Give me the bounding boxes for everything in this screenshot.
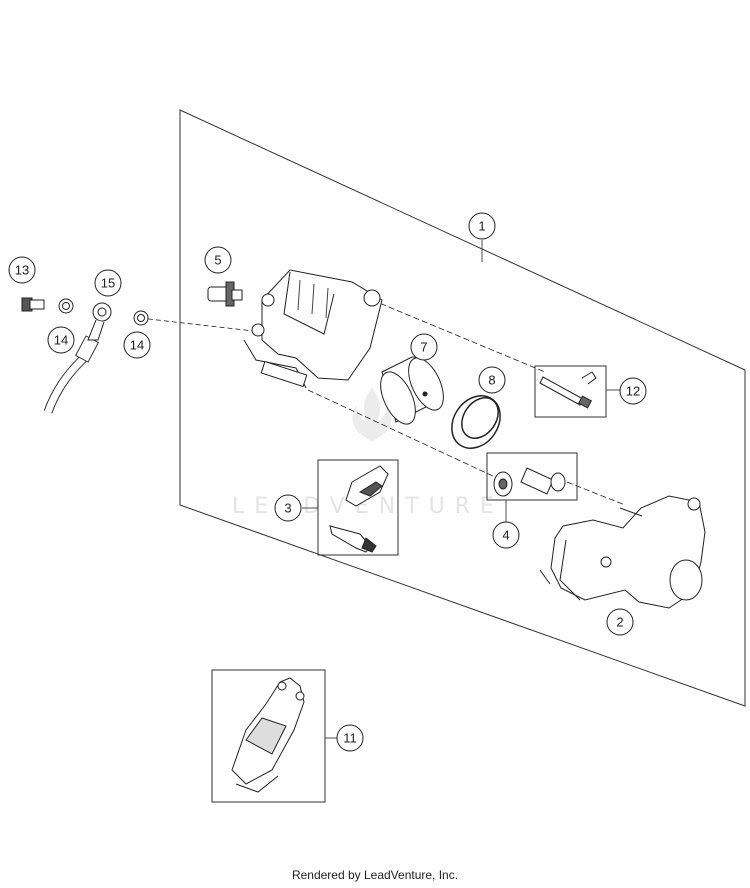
- pin-frame: [534, 365, 607, 418]
- caliper-pin: [539, 371, 597, 409]
- callout-3-label: 3: [284, 501, 291, 516]
- callout-8-label: 8: [488, 373, 495, 388]
- assembly-frame: [179, 109, 746, 707]
- callout-15-label: 15: [101, 276, 115, 291]
- callout-2: 2: [606, 608, 634, 636]
- callout-7-label: 7: [420, 340, 427, 355]
- callout-13: 13: [8, 256, 36, 284]
- callout-14-right-label: 14: [130, 338, 144, 353]
- callout-11: 11: [336, 724, 364, 752]
- callout-8: 8: [478, 366, 506, 394]
- callout-12-label: 12: [626, 384, 640, 399]
- washer-right-hole: [137, 314, 145, 322]
- bleeder-valve: [207, 281, 243, 307]
- washer-left-hole: [62, 302, 70, 310]
- caliper-bracket: [539, 495, 706, 609]
- guide-bushing: [493, 467, 566, 497]
- callout-13-label: 13: [15, 263, 29, 278]
- banjo-bolt: [21, 297, 45, 312]
- callout-4-label: 4: [502, 528, 509, 543]
- caliper-housing: [243, 269, 383, 389]
- callout-14-right: 14: [123, 331, 151, 359]
- callout-4: 4: [492, 521, 520, 549]
- piston: [380, 356, 444, 425]
- callout-1: 1: [468, 212, 496, 240]
- callout-14-left-label: 14: [54, 333, 68, 348]
- callout-2-label: 2: [616, 615, 623, 630]
- pad-spring-clip: [329, 465, 389, 553]
- footer-credit: Rendered by LeadVenture, Inc.: [291, 868, 459, 882]
- callout-7: 7: [410, 333, 438, 361]
- brake-pad: [231, 677, 305, 793]
- banjo-fitting: [87, 302, 112, 341]
- callout-5-label: 5: [214, 253, 221, 268]
- leader-lines: [139, 240, 626, 739]
- callout-1-label: 1: [478, 219, 485, 234]
- guide-frame: [486, 452, 578, 501]
- callout-5: 5: [204, 246, 232, 274]
- callout-15: 15: [94, 269, 122, 297]
- piston-seal: [451, 395, 501, 449]
- callout-14-left: 14: [47, 326, 75, 354]
- brake-pad-frame: [211, 669, 326, 803]
- callout-3: 3: [274, 494, 302, 522]
- pad-clip-frame: [317, 459, 399, 556]
- callout-12: 12: [619, 377, 647, 405]
- callout-11-label: 11: [343, 731, 357, 746]
